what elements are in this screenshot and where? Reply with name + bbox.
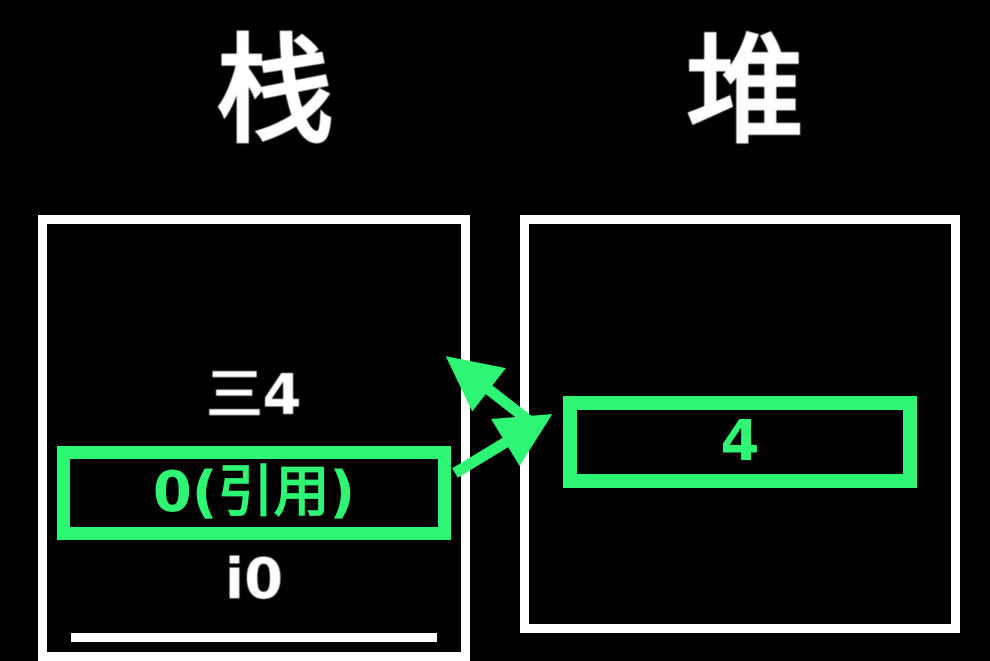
heap-title: 堆 (685, 22, 804, 160)
stack-panel-inner: 三4 0(引用) i0 (57, 238, 451, 652)
stack-row[interactable]: i0 (224, 547, 284, 612)
heap-row-highlighted[interactable]: 4 (563, 396, 917, 488)
stack-panel: 三4 0(引用) i0 (38, 215, 470, 661)
stack-row[interactable] (71, 244, 437, 342)
stack-row-highlighted[interactable]: 0(引用) (57, 446, 451, 540)
heap-panel-inner: 4 (553, 238, 927, 624)
stack-row[interactable]: 三4 (206, 363, 302, 428)
stack-baseline-divider (71, 633, 437, 642)
heap-panel: 4 (520, 215, 960, 633)
stack-title: 栈 (215, 22, 334, 160)
